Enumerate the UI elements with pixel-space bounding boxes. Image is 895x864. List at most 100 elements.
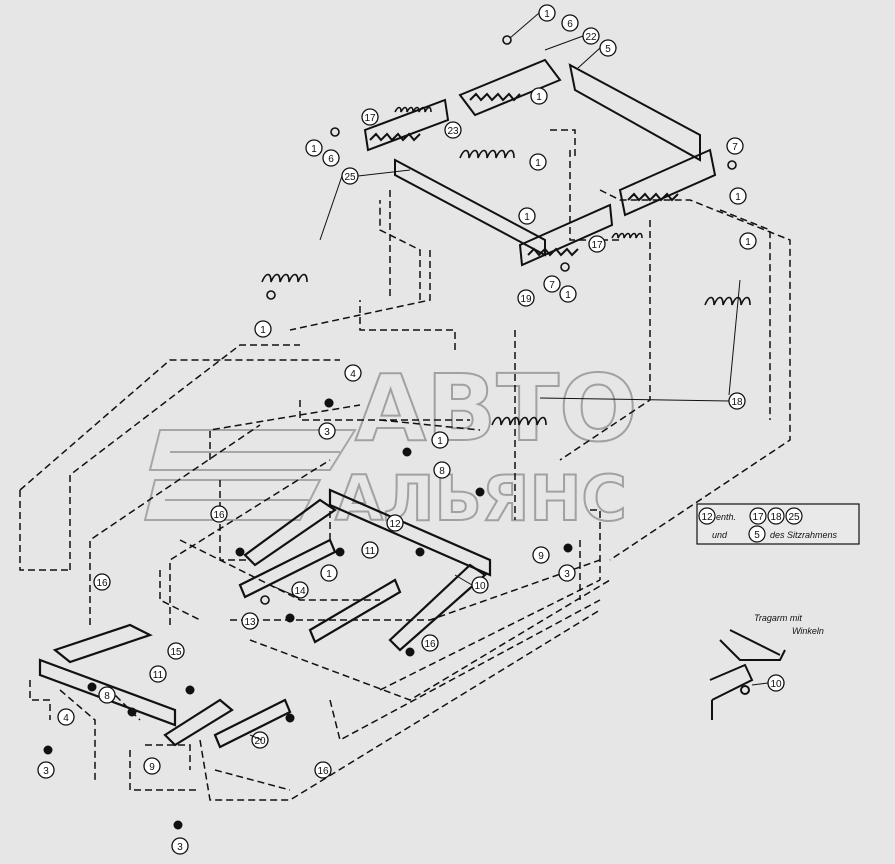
svg-text:23: 23 bbox=[447, 126, 459, 137]
svg-text:14: 14 bbox=[294, 586, 306, 597]
svg-text:1: 1 bbox=[437, 436, 443, 447]
callout-1-k: 1 bbox=[320, 564, 338, 582]
callout-17-b: 17 bbox=[588, 235, 606, 253]
rack-right-bottom bbox=[518, 203, 614, 267]
callout-5: 5 bbox=[599, 39, 617, 57]
arm-14 bbox=[238, 538, 337, 599]
callout-4: 4 bbox=[344, 364, 362, 382]
callout-10: 10 bbox=[471, 576, 489, 594]
callout-16-c: 16 bbox=[93, 573, 111, 591]
callout-1: 1 bbox=[538, 4, 556, 22]
arm-front-mid bbox=[163, 698, 234, 747]
inset-callout: 10 bbox=[770, 679, 782, 690]
legend-prefix: 12 bbox=[701, 512, 713, 523]
spring-17-top bbox=[394, 106, 432, 113]
arm-front-crossbar bbox=[38, 658, 177, 727]
inset-title-line1: Tragarm mit bbox=[754, 613, 802, 623]
svg-text:16: 16 bbox=[213, 510, 225, 521]
callout-13: 13 bbox=[241, 612, 259, 630]
svg-text:3: 3 bbox=[177, 842, 183, 853]
callout-1-e: 1 bbox=[729, 187, 747, 205]
svg-text:4: 4 bbox=[63, 713, 69, 724]
legend-ref-5: 5 bbox=[754, 530, 760, 541]
callout-16-b: 16 bbox=[421, 634, 439, 652]
svg-text:6: 6 bbox=[567, 19, 573, 30]
callout-9-b: 9 bbox=[143, 757, 161, 775]
rack-teeth-right bbox=[627, 192, 679, 202]
legend-ref-18: 18 bbox=[770, 512, 782, 523]
callout-3-c: 3 bbox=[37, 761, 55, 779]
callout-25: 25 bbox=[341, 167, 359, 185]
svg-text:10: 10 bbox=[474, 581, 486, 592]
callout-16-d: 16 bbox=[314, 761, 332, 779]
svg-text:4: 4 bbox=[350, 369, 356, 380]
rack-teeth-left-mid bbox=[369, 132, 421, 142]
callout-15: 15 bbox=[167, 642, 185, 660]
frame-crossbar-bottom bbox=[394, 158, 546, 257]
callout-1-b: 1 bbox=[530, 87, 548, 105]
rack-right bbox=[618, 148, 717, 217]
arm-20 bbox=[213, 698, 292, 749]
watermark-line1: АВТО bbox=[355, 355, 637, 462]
svg-text:20: 20 bbox=[254, 736, 266, 747]
callout-17: 17 bbox=[361, 108, 379, 126]
svg-text:17: 17 bbox=[364, 113, 376, 124]
svg-text:3: 3 bbox=[43, 766, 49, 777]
legend-row1-text: enth. bbox=[716, 512, 736, 522]
legend-ref-17: 17 bbox=[752, 512, 764, 523]
svg-text:9: 9 bbox=[149, 762, 155, 773]
callout-7: 7 bbox=[726, 137, 744, 155]
arm-15 bbox=[308, 578, 402, 644]
spring-17-right bbox=[611, 232, 643, 239]
hardware-parts bbox=[43, 35, 737, 830]
callout-22: 22 bbox=[582, 27, 600, 45]
svg-text:19: 19 bbox=[520, 294, 532, 305]
callout-11: 11 bbox=[361, 541, 379, 559]
svg-text:7: 7 bbox=[549, 280, 555, 291]
svg-text:1: 1 bbox=[311, 144, 317, 155]
inset-title-line2: Winkeln bbox=[792, 626, 824, 636]
svg-text:9: 9 bbox=[538, 551, 544, 562]
svg-text:11: 11 bbox=[365, 546, 376, 557]
callout-9: 9 bbox=[532, 546, 550, 564]
callout-6: 6 bbox=[561, 14, 579, 32]
spring-23 bbox=[459, 149, 515, 159]
arm-10 bbox=[388, 563, 487, 652]
legend-row2-text: des Sitzrahmens bbox=[770, 530, 838, 540]
watermark: АВТО АЛЬЯНС bbox=[143, 354, 638, 536]
svg-text:18: 18 bbox=[731, 397, 743, 408]
frame-crossbar-top bbox=[568, 63, 701, 162]
callout-1-g: 1 bbox=[739, 232, 757, 250]
arm-left-upper bbox=[243, 498, 337, 567]
linkage-arms bbox=[38, 488, 492, 749]
spring-25 bbox=[261, 273, 308, 283]
callout-12: 12 bbox=[386, 514, 404, 532]
callout-3: 3 bbox=[318, 422, 336, 440]
svg-text:5: 5 bbox=[605, 44, 611, 55]
legend-row2-prefix: und bbox=[712, 530, 728, 540]
callouts: 1 6 22 5 1 17 23 1 6 1 25 7 1 1 17 1 7 1… bbox=[37, 4, 757, 855]
callout-1-f: 1 bbox=[518, 207, 536, 225]
legend-ref-25: 25 bbox=[788, 512, 800, 523]
callout-4-b: 4 bbox=[57, 708, 75, 726]
svg-text:15: 15 bbox=[170, 647, 182, 658]
svg-text:16: 16 bbox=[424, 639, 436, 650]
svg-text:1: 1 bbox=[544, 9, 550, 20]
callout-8: 8 bbox=[433, 461, 451, 479]
callout-19: 19 bbox=[517, 289, 535, 307]
callout-8-b: 8 bbox=[98, 686, 116, 704]
legend-box: 12 enth. 17 18 25 und 5 des Sitzrahmens bbox=[696, 503, 860, 545]
svg-text:1: 1 bbox=[745, 237, 751, 248]
arm-front-left bbox=[52, 623, 153, 664]
seat-frame-upper bbox=[363, 58, 717, 267]
svg-text:11: 11 bbox=[153, 670, 164, 681]
watermark-line2: АЛЬЯНС bbox=[335, 462, 627, 535]
leader-lines bbox=[249, 12, 741, 741]
springs bbox=[261, 106, 751, 426]
svg-text:6: 6 bbox=[328, 154, 334, 165]
svg-text:8: 8 bbox=[104, 691, 110, 702]
svg-text:16: 16 bbox=[96, 578, 108, 589]
callout-1-i: 1 bbox=[254, 320, 272, 338]
callout-1-c: 1 bbox=[305, 139, 323, 157]
